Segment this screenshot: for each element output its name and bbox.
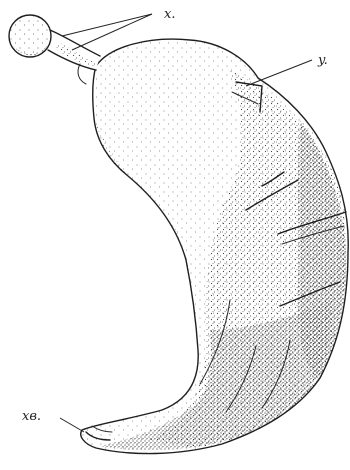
label-x: x. bbox=[164, 7, 175, 22]
sphere-structure bbox=[9, 15, 51, 57]
organ-body bbox=[60, 30, 350, 470]
stalk bbox=[48, 30, 100, 84]
label-y: y. bbox=[317, 53, 328, 68]
label-xv: xв. bbox=[22, 409, 41, 424]
